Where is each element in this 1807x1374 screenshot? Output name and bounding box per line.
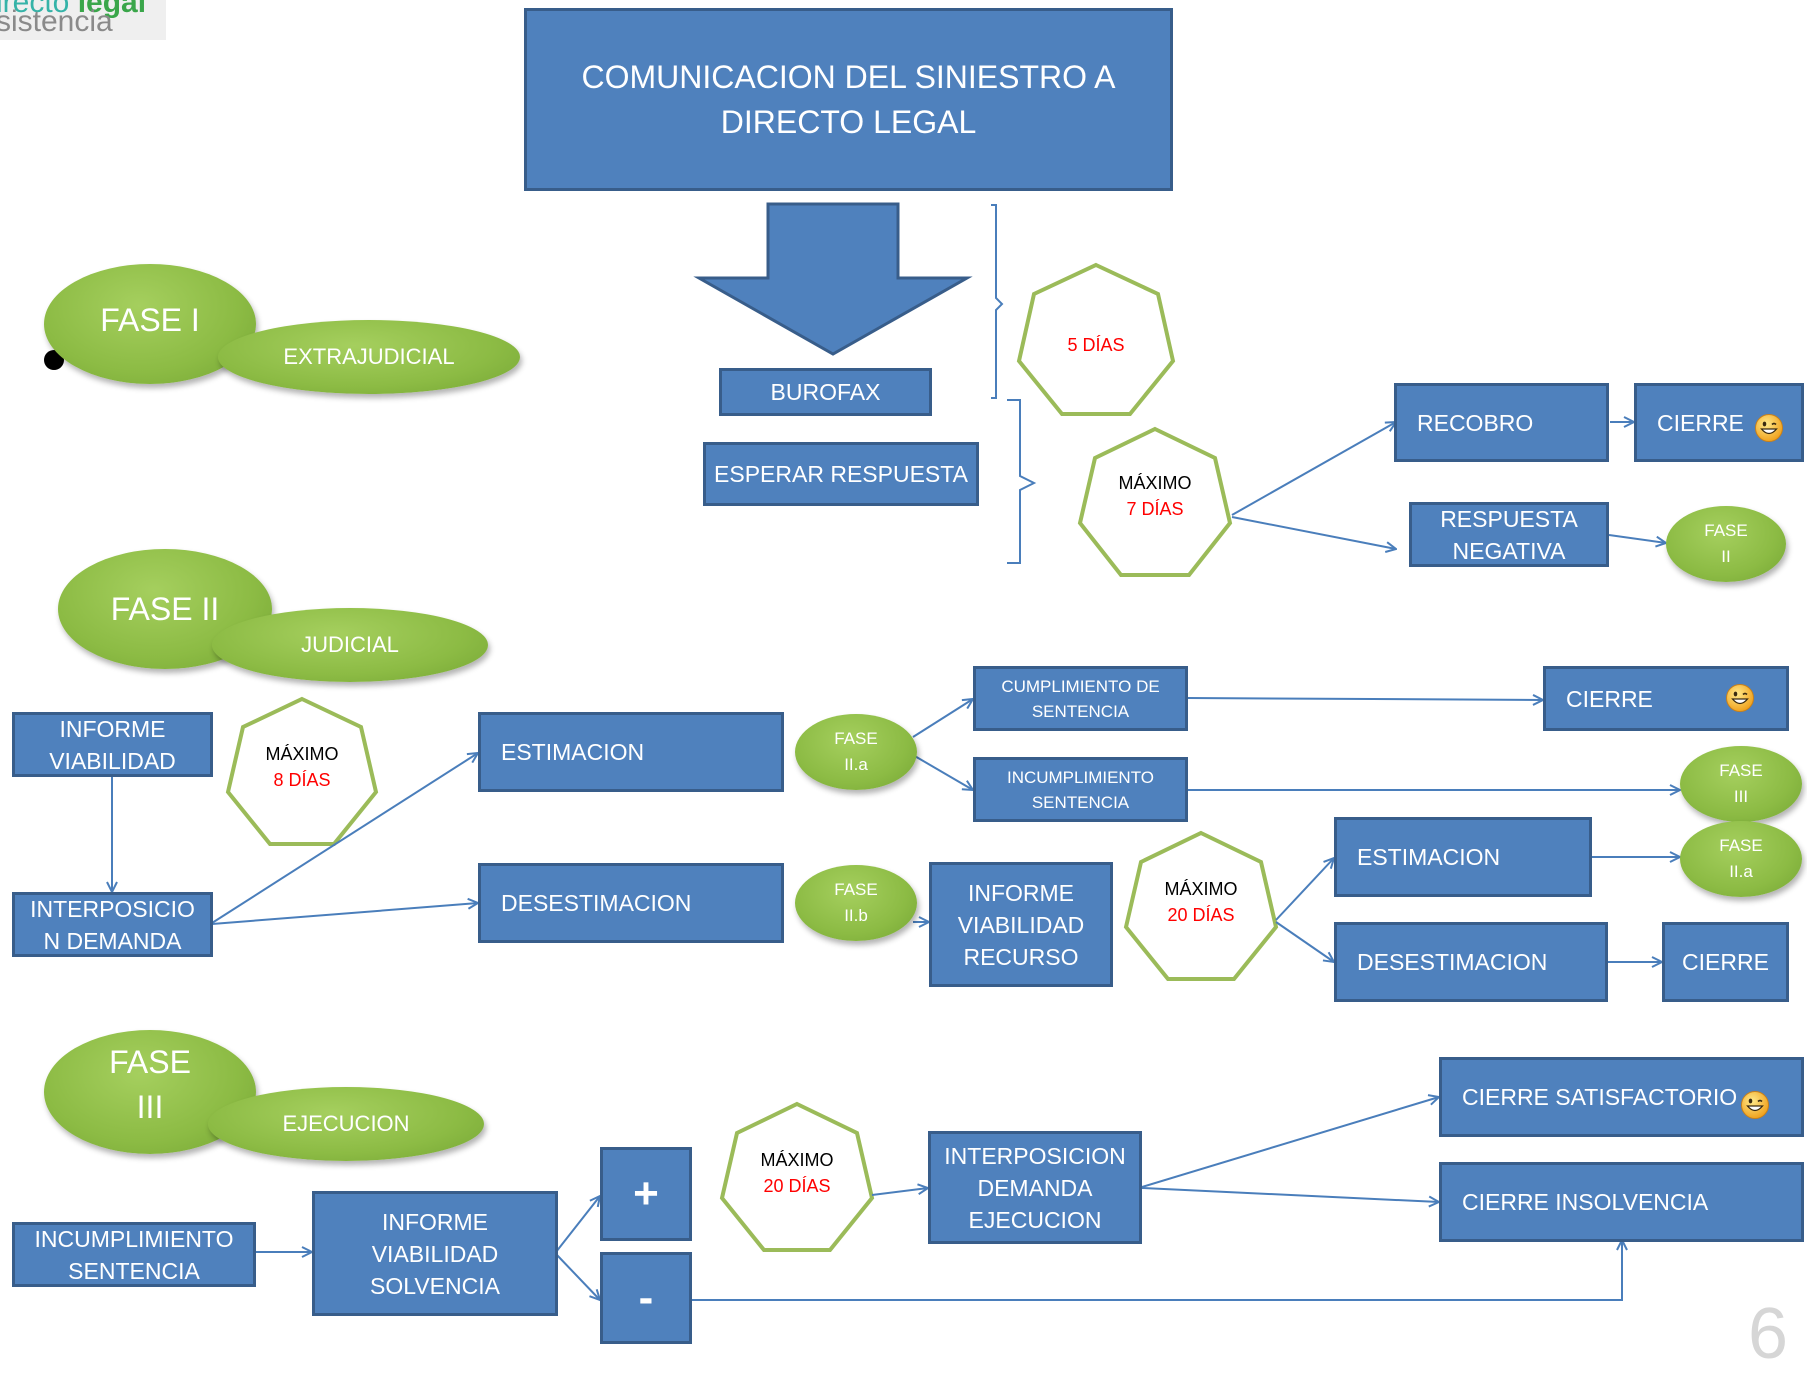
- esperar-respuesta-box: ESPERAR RESPUESTA: [703, 442, 979, 506]
- estimacion-box: ESTIMACION: [478, 712, 784, 792]
- arrow-max20-desestimacion: [1275, 921, 1334, 962]
- label-max-20-dias-phase2: MÁXIMO 20 DÍAS: [1141, 876, 1261, 928]
- days-value: 7 DÍAS: [1126, 499, 1184, 519]
- company-logo: irecto legal sistencia: [0, 0, 166, 40]
- cumplimiento-sentencia-box: CUMPLIMIENTO DE SENTENCIA: [973, 666, 1188, 731]
- desestimacion-recurso-box: DESESTIMACION: [1334, 922, 1608, 1002]
- maximo-label: MÁXIMO: [1118, 473, 1192, 493]
- phase1-sub-oval: EXTRAJUDICIAL: [218, 320, 520, 394]
- cierre-insolvencia-box: CIERRE INSOLVENCIA: [1439, 1162, 1804, 1242]
- arrow-cumplimiento-cierre: [1187, 698, 1543, 700]
- heptagon-5-dias: [1016, 262, 1176, 416]
- label-5-dias: 5 DÍAS: [1034, 332, 1158, 358]
- big-down-arrow: [693, 202, 973, 356]
- smiley-icon: [1741, 1091, 1769, 1119]
- cierre-satisfactorio-box: CIERRE SATISFACTORIO: [1439, 1057, 1804, 1137]
- arrow-minus-insolvencia: [692, 1240, 1622, 1301]
- arrow-max7-respuesta: [1231, 516, 1396, 549]
- cierre-box-recurso: CIERRE: [1662, 922, 1789, 1002]
- phase3-sub-oval: EJECUCION: [208, 1087, 484, 1161]
- arrow-interposicion-satisfactorio: [1141, 1097, 1439, 1188]
- arrow-max20-estimacion: [1275, 858, 1334, 921]
- label-max-7-dias: MÁXIMO 7 DÍAS: [1095, 470, 1215, 522]
- plus-box: +: [600, 1147, 692, 1241]
- brace-7-days: [1007, 399, 1037, 564]
- days-value: 8 DÍAS: [273, 770, 331, 790]
- informe-viabilidad-solvencia-box: INFORME VIABILIDAD SOLVENCIA: [312, 1191, 558, 1316]
- logo-text-directo: irecto: [0, 0, 78, 19]
- maximo-label: MÁXIMO: [265, 744, 339, 764]
- interposicion-demanda-box: INTERPOSICIO N DEMANDA: [12, 892, 213, 957]
- arrow-informe-minus: [555, 1253, 600, 1300]
- days-value: 20 DÍAS: [763, 1176, 831, 1196]
- interposicion-demanda-ejecucion-box: INTERPOSICION DEMANDA EJECUCION: [928, 1131, 1142, 1244]
- page-number: 6: [1748, 1294, 1789, 1374]
- heptagon-max-20-dias-fase3: [719, 1101, 875, 1252]
- arrow-interposicion-desestimacion: [211, 903, 478, 925]
- maximo-label: MÁXIMO: [1164, 879, 1238, 899]
- arrow-interposicion-insolvencia: [1141, 1187, 1439, 1202]
- heptagon-max-20-dias-fase2: [1123, 830, 1279, 981]
- smiley-icon: [1755, 414, 1783, 442]
- fase3-link-oval: FASE III: [1680, 746, 1802, 822]
- estimacion-recurso-box: ESTIMACION: [1334, 817, 1592, 897]
- minus-box: -: [600, 1252, 692, 1344]
- burofax-box: BUROFAX: [719, 368, 932, 416]
- heptagon-max-8-dias: [225, 696, 379, 846]
- brace-5-days: [991, 204, 1004, 399]
- fase2-link-oval: FASE II: [1666, 506, 1786, 582]
- logo-text-legal: legal: [77, 0, 147, 19]
- arrow-max20-interposicion: [871, 1188, 928, 1196]
- label-max-20-dias-phase3: MÁXIMO 20 DÍAS: [737, 1147, 857, 1199]
- arrow-fase2a-cumplimiento: [912, 699, 973, 738]
- arrow-fase2a-incumplimiento: [912, 754, 973, 790]
- connector-layer: [0, 202, 1807, 1344]
- desestimacion-box: DESESTIMACION: [478, 863, 784, 943]
- title-box: COMUNICACION DEL SINIESTRO A DIRECTO LEG…: [524, 8, 1173, 191]
- informe-viabilidad-box: INFORME VIABILIDAD: [12, 712, 213, 777]
- label-max-8-dias: MÁXIMO 8 DÍAS: [243, 741, 361, 793]
- fase2b-oval: FASE II.b: [795, 865, 917, 941]
- logo-text-asistencia: sistencia: [0, 5, 113, 38]
- arrow-max7-recobro: [1231, 422, 1396, 516]
- respuesta-negativa-box: RESPUESTA NEGATIVA: [1409, 502, 1609, 567]
- arrow-respuesta-fase2: [1608, 534, 1666, 543]
- days-value: 5 DÍAS: [1067, 335, 1125, 355]
- maximo-label: MÁXIMO: [760, 1150, 834, 1170]
- arrow-interposicion-estimacion: [211, 753, 478, 924]
- fase2a-oval: FASE II.a: [795, 714, 917, 790]
- fase2a-link-oval: FASE II.a: [1680, 821, 1802, 897]
- smiley-icon: [1726, 684, 1754, 712]
- informe-viabilidad-recurso-box: INFORME VIABILIDAD RECURSO: [929, 862, 1113, 987]
- incumplimiento-sentencia-box: INCUMPLIMIENTO SENTENCIA: [973, 757, 1188, 822]
- arrow-informe-plus: [555, 1196, 600, 1253]
- days-value: 20 DÍAS: [1167, 905, 1235, 925]
- heptagon-max-7-dias: [1077, 426, 1233, 577]
- phase2-sub-oval: JUDICIAL: [212, 608, 488, 682]
- recobro-box: RECOBRO: [1394, 383, 1609, 462]
- incumplimiento-sentencia-phase3-box: INCUMPLIMIENTO SENTENCIA: [12, 1222, 256, 1287]
